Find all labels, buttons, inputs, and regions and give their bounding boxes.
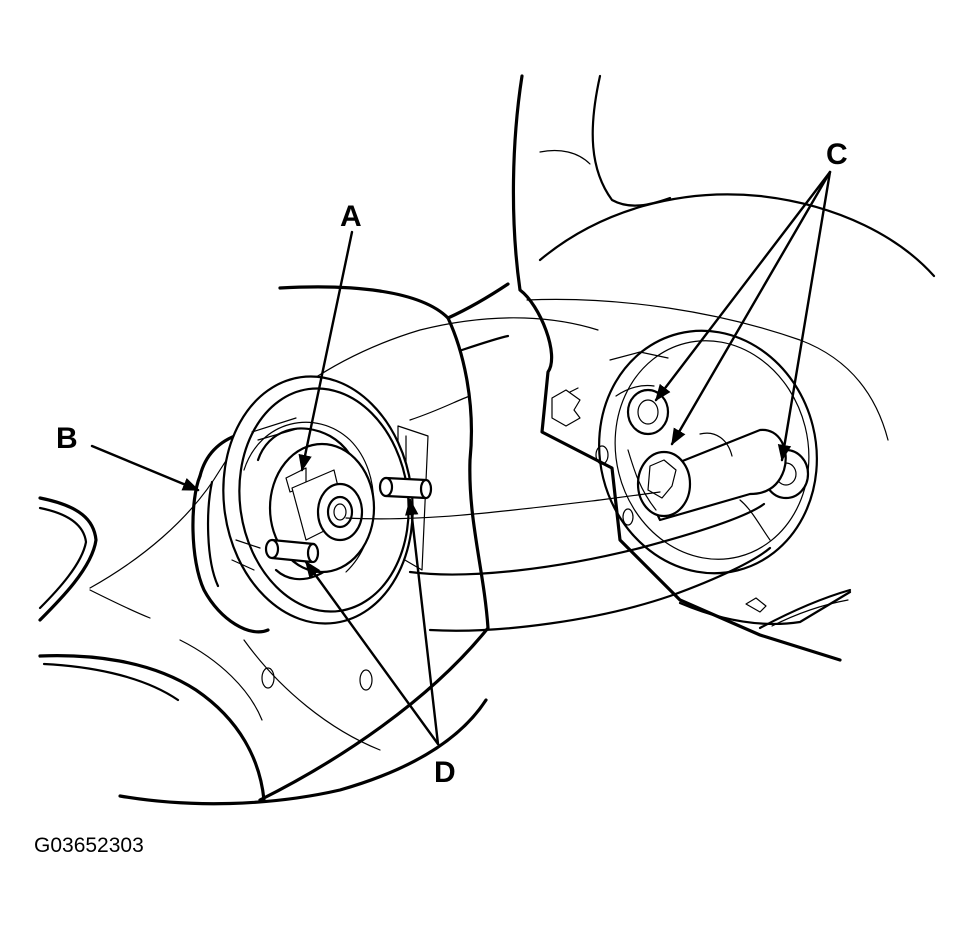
alignment-cable [345,491,772,632]
callout-b: B [56,422,78,455]
leader-c-2 [670,170,832,446]
leader-b [90,444,200,492]
leader-lines [90,170,832,746]
clock-spring [191,375,433,634]
callout-d: D [434,756,456,789]
column-face-plate [598,329,818,575]
callout-c: C [826,138,848,171]
callout-a: A [340,200,362,233]
figure-id: G03652303 [34,834,144,857]
mounting-hole-upper [626,388,670,436]
leader-a [298,230,354,472]
leader-c-3 [777,170,832,462]
leader-d-1 [304,560,440,746]
leader-d-2 [405,498,440,746]
leader-c-1 [654,170,832,402]
locating-pin-right [378,476,433,500]
locating-pin-lower [264,538,320,564]
steering-column-assembly [511,74,936,662]
